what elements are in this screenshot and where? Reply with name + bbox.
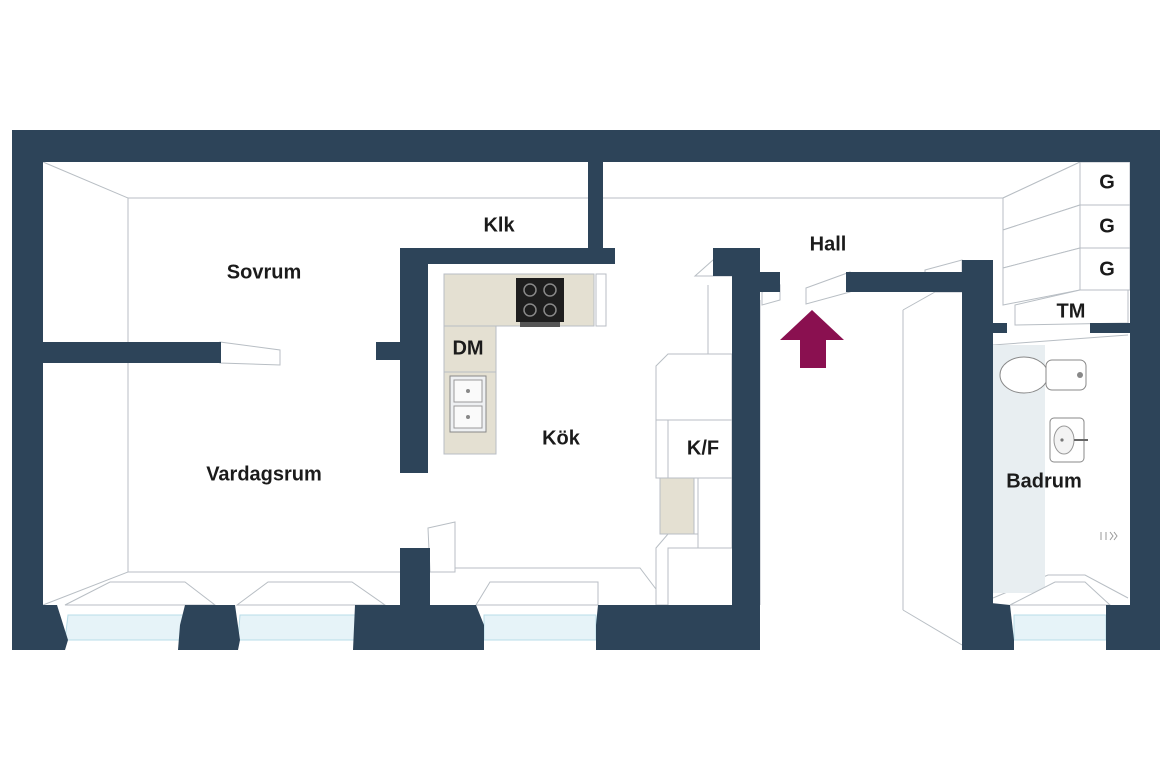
room-label-kok: Kök bbox=[542, 427, 581, 449]
sink-icon bbox=[449, 375, 487, 433]
room-label-hall: Hall bbox=[810, 233, 847, 255]
fixture-label-tm: TM bbox=[1057, 300, 1086, 322]
fixture-label-dm: DM bbox=[452, 337, 483, 359]
room-label-sovrum: Sovrum bbox=[227, 261, 301, 283]
entrance-arrow-icon bbox=[780, 310, 844, 368]
washbasin-icon bbox=[1049, 417, 1088, 463]
wall-fixture-icon bbox=[1100, 531, 1118, 541]
fridge-freezer bbox=[655, 353, 733, 606]
fixture-label-g: G bbox=[1099, 215, 1115, 237]
fixture-label-g: G bbox=[1099, 258, 1115, 280]
room-label-klk: Klk bbox=[483, 214, 515, 236]
stove-icon bbox=[516, 278, 564, 327]
room-label-vardagsrum: Vardagsrum bbox=[206, 463, 322, 485]
wardrobe-cabinets bbox=[1002, 161, 1131, 326]
fixture-label-g: G bbox=[1099, 171, 1115, 193]
walls bbox=[12, 130, 1160, 650]
room-label-badrum: Badrum bbox=[1006, 470, 1082, 492]
toilet-icon bbox=[999, 356, 1087, 394]
fixture-label-kf: K/F bbox=[687, 437, 719, 459]
